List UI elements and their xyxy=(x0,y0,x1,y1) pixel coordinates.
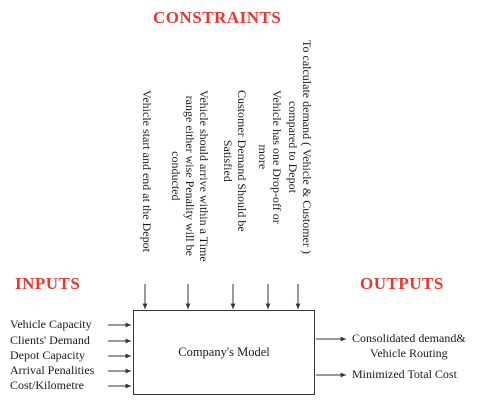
company-model-label: Company's Model xyxy=(178,345,270,359)
output-label: Consolidated demand&Vehicle Routing xyxy=(352,331,466,361)
constraint-line: more xyxy=(256,144,270,170)
input-label: Cost/Kilometre xyxy=(10,378,84,392)
inputs-heading: INPUTS xyxy=(15,274,81,293)
constraints-heading: CONSTRAINTS xyxy=(153,8,282,27)
output-line: Vehicle Routing xyxy=(370,346,448,360)
constraint-line: conducted xyxy=(169,151,183,201)
output-line: Minimized Total Cost xyxy=(352,367,457,381)
input-arrows xyxy=(108,322,131,389)
constraint-line: Vehicle has one Drop-off or xyxy=(270,90,284,224)
constraint-line: compared to Depot xyxy=(286,100,300,193)
outputs-heading: OUTPUTS xyxy=(360,274,444,293)
output-label: Minimized Total Cost xyxy=(352,367,457,382)
constraint-line: Customer Demand Should be xyxy=(235,90,249,232)
constraint-line: Satisfied xyxy=(221,139,235,182)
constraint-line: Vehicle start and end at the Depot xyxy=(140,90,154,252)
output-arrows xyxy=(316,336,346,378)
input-label: Depot Capacity xyxy=(10,348,85,362)
input-label: Vehicle Capacity xyxy=(10,317,92,331)
constraint-label-5: To calculate demand ( Vehicle & Customer… xyxy=(286,40,314,254)
constraint-arrows xyxy=(142,284,301,309)
constraint-line: range either wise Penality will be xyxy=(183,95,197,256)
company-model-box: Company's Model xyxy=(133,310,315,395)
constraint-line: Vehicle should arrive within a Time xyxy=(197,90,211,262)
constraint-label-1: Vehicle start and end at the Depot xyxy=(140,90,154,252)
input-label: Clients' Demand xyxy=(10,333,90,347)
input-label: Arrival Penalities xyxy=(10,363,95,377)
constraint-line: To calculate demand ( Vehicle & Customer… xyxy=(300,40,314,254)
output-line: Consolidated demand& xyxy=(352,331,466,345)
